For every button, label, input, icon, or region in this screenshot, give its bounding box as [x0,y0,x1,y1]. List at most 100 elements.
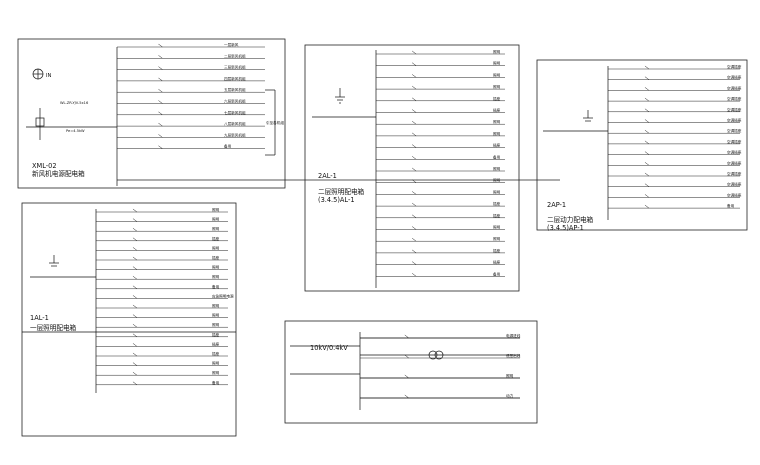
breaker-symbol [158,145,163,149]
circuit-label: 应急照明电源 [212,293,234,298]
circuit-label: 空调插座 [727,96,742,101]
circuit-label: 插座 [493,96,501,101]
breaker-symbol [132,295,138,299]
circuit-label: 照明 [493,72,501,77]
breaker-symbol [411,85,417,90]
breaker-symbol [132,333,138,337]
panel-caption: (3.4.5)AL-1 [318,196,355,204]
circuit-label: 备用 [212,380,220,385]
circuit-label: 照明 [506,373,514,378]
circuit-label: 空调插座 [727,85,742,90]
circuit-label: 照明 [212,303,220,308]
circuit-label: 照明 [493,178,501,183]
circuit-label: 插座 [212,341,220,346]
circuit-label: 照明 [493,84,501,89]
circuit-label: 二层新风机组 [224,53,246,58]
circuit-label: 照明 [493,225,501,230]
circuit-label: 照明 [493,166,501,171]
breaker-symbol [411,273,417,277]
breaker-symbol [158,77,163,82]
circuit-label: 照明 [212,274,220,279]
circuit-label: 八层新风机组 [224,121,246,126]
circuit-label: 照明 [212,217,220,222]
incoming-label: WL-ZR-YJV-5x16 [60,101,89,105]
circuit-label: 插座 [493,248,501,253]
circuit-label: 照明 [493,131,501,136]
circuit-label: 插座 [493,213,501,218]
breaker-symbol [644,108,650,113]
breaker-symbol [644,151,650,155]
breaker-symbol [132,208,138,213]
circuit-label: 三层新风机组 [224,65,246,70]
breaker-symbol [132,227,138,232]
panel-frame-2al1 [304,44,520,292]
circuit-label: 空调插座 [727,171,742,176]
breaker-symbol [644,76,650,80]
breaker-symbol [158,122,163,127]
panel-frame-tx [284,320,538,424]
breaker-symbol [411,249,417,254]
panel-frame-1al1 [21,202,237,437]
circuit-label: 照明 [212,322,220,327]
breaker-symbol [158,66,163,70]
circuit-label: 照明 [212,245,220,250]
breaker-symbol [132,362,138,366]
circuit-label: 照明 [493,119,501,124]
circuit-label: 空调插座 [727,118,742,123]
panel-caption: 2AP-1 [547,201,566,209]
panel-frame-2ap1 [536,59,748,231]
breaker-symbol [404,334,409,339]
breaker-symbol [158,100,163,104]
breaker-symbol [132,381,138,385]
breaker-symbol [644,204,650,209]
breaker-symbol [411,109,417,113]
breaker-symbol [644,65,650,70]
circuit-label: 照明 [493,49,501,54]
panel-caption: 1AL-1 [30,314,49,322]
breaker-symbol [644,162,650,166]
breaker-symbol [132,237,138,242]
circuit-label: 插座 [212,255,220,260]
panel-caption: (3.4.5)AP-1 [547,224,584,232]
circuit-label: 插座 [493,108,501,113]
circuit-label: 插座 [212,332,220,337]
breaker-symbol [132,352,138,357]
panel-caption: 10kV/0.4kV [310,344,348,352]
panel-caption: 二层照明配电箱 [318,187,365,196]
circuit-label: 照明 [212,370,220,375]
breaker-symbol [411,167,417,172]
panel-caption: 新风机电源配电箱 [32,169,85,178]
breaker-symbol [132,256,138,261]
2ap1-symbols [543,66,609,220]
breaker-symbol [132,266,138,270]
circuit-label: 四层新风机组 [224,76,246,81]
2al1-symbols [312,50,377,288]
panel-caption: 二层动力配电箱 [547,215,594,224]
breaker-label: Pe=4.5kW [66,129,85,133]
circuit-label: 空调插座 [727,182,742,187]
breaker-symbol [158,134,163,138]
circuit-label: 空调插座 [727,160,742,165]
circuit-label: 照明 [493,189,501,194]
breaker-symbol [411,179,417,183]
breaker-symbol [404,394,409,399]
breaker-symbol [411,50,417,55]
breaker-symbol [132,304,138,309]
circuit-label: 空调插座 [727,192,742,197]
breaker-symbol [158,43,163,48]
breaker-symbol [644,140,650,145]
breaker-symbol [132,343,138,347]
breaker-symbol [411,202,417,207]
breaker-symbol [132,314,138,318]
breaker-symbol [411,191,417,195]
breaker-symbol [644,172,650,177]
breaker-symbol [404,354,409,359]
breaker-symbol [411,237,417,242]
1al1-symbols [22,209,236,393]
breaker-symbol [132,247,138,251]
breaker-symbol [158,111,163,116]
circuit-label: 插座 [493,201,501,206]
circuit-label: 空调插座 [727,75,742,80]
circuit-label: 照明 [212,226,220,231]
